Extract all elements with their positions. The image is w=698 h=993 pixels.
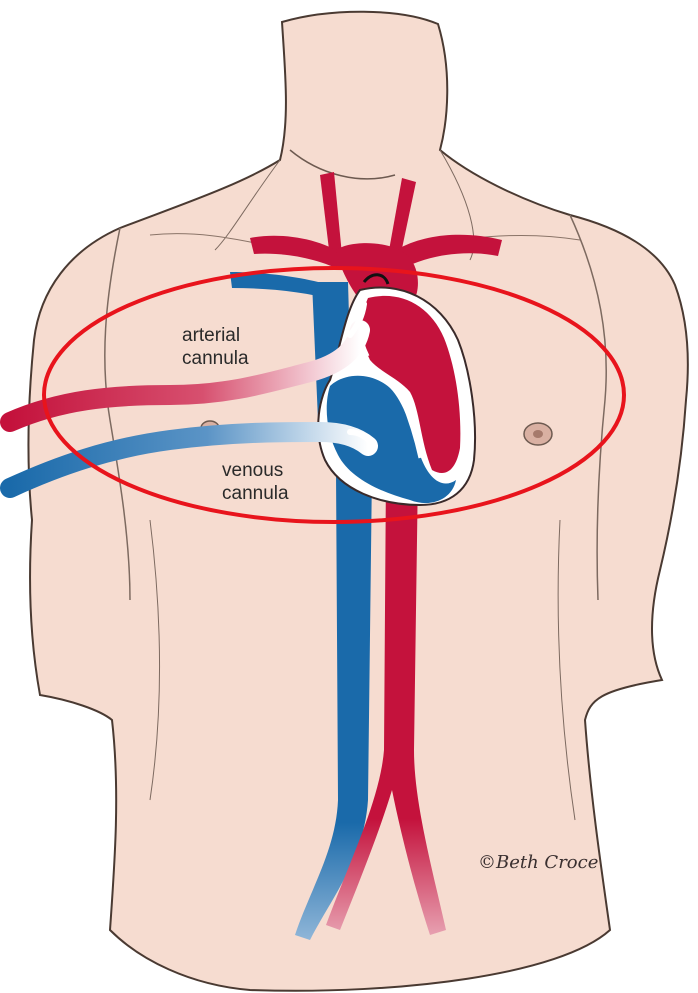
arterial-cannula-label: arterial cannula (182, 324, 249, 370)
arterial-label-line1: arterial (182, 324, 249, 347)
venous-cannula-label: venous cannula (222, 459, 289, 505)
artist-signature: ©Beth Croce (478, 852, 598, 873)
venous-label-line2: cannula (222, 482, 289, 505)
arterial-label-line2: cannula (182, 347, 249, 370)
right-nipple (524, 423, 552, 445)
venous-label-line1: venous (222, 459, 289, 482)
